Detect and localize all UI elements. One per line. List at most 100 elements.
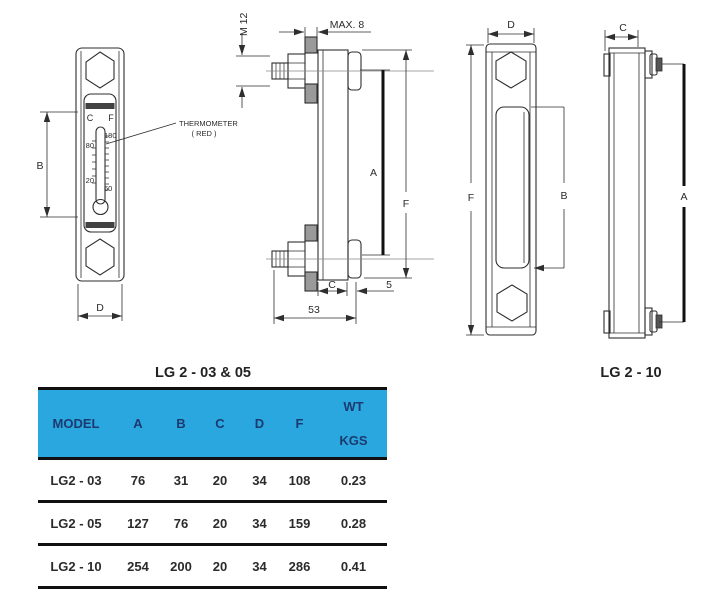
table-border-top [38,387,387,390]
window-bar-bottom [85,222,115,228]
header-wt: WT KGS [339,390,367,457]
header-b: B [176,416,186,431]
cell-f: 108 [288,472,311,488]
scale-60: 60 [104,184,112,193]
thermometer-leader-line [105,122,177,145]
tank-wall-plates [304,36,318,292]
hex-bolt-bottom [85,238,115,276]
gauge-body-side [317,49,349,281]
bolt-top-lg210 [644,50,663,79]
lg203-title: LG 2 - 03 & 05 [155,365,251,381]
sight-window [83,93,117,233]
cell-f: 159 [288,515,311,531]
sight-window-lg210 [495,106,530,269]
table-row: LG2 - 05 127 76 20 34 159 0.28 [38,503,387,543]
bolt-bottom-lg210 [644,307,663,336]
lg203-front-view [75,47,177,282]
dim-c-label-lg203: C [328,279,336,291]
hex-bolt-top-lg210 [495,51,527,89]
cell-c: 20 [212,558,228,574]
header-f: F [295,416,304,431]
hex-bolt-bottom-lg210 [496,284,528,322]
cell-a: 254 [127,558,149,574]
dim-max8 [279,27,371,37]
scale-c-label: C [87,113,94,123]
dim-53-label: 53 [308,304,320,316]
lg210-title: LG 2 - 10 [600,365,661,381]
dim-c-lg210 [604,30,639,51]
cell-d: 34 [252,515,267,531]
thermometer [92,126,109,216]
dim-b-label-lg210: B [560,190,567,202]
bracket-top [603,53,611,77]
table-border-bottom [38,586,387,589]
gauge-body-lg210 [485,43,537,336]
dim-b-label: B [36,160,43,172]
dim-f-lg210 [466,44,484,336]
cell-d: 34 [252,558,267,574]
dims-bottom-lg203 [273,270,394,324]
dim-b-lg203 [40,111,78,218]
cell-b: 31 [173,472,189,488]
scale-180: 180 [104,131,117,140]
gauge-body [75,47,125,282]
header-model: MODEL [52,416,100,431]
header-a: A [133,416,143,431]
bolt-centerlines [266,70,434,260]
dim-a-label-lg203: A [370,167,377,179]
cell-model: LG2 - 03 [50,472,102,488]
dim-c-label-lg210: C [619,22,627,34]
dim-m12 [236,34,270,108]
dim-f-lg203 [362,49,412,279]
table-header: MODEL A B C D F WT KGS [38,390,387,457]
spec-table: MODEL A B C D F WT KGS LG2 - 03 76 31 20… [38,387,387,589]
table-row: LG2 - 03 76 31 20 34 108 0.23 [38,460,387,500]
cell-f: 286 [288,558,311,574]
dim-b-lg210 [531,106,565,272]
cell-model: LG2 - 05 [50,515,102,531]
dim-max8-label: MAX. 8 [330,19,365,31]
lg210-side-view [603,47,663,339]
dim-f-label-lg203: F [403,198,409,210]
dim-d-lg203 [77,284,123,321]
thermometer-callout-sub: ( RED ) [192,129,218,138]
cell-b: 200 [170,558,192,574]
dim-a-lg210 [659,63,686,323]
cell-b: 76 [173,515,189,531]
dim-5-label: 5 [386,279,392,291]
cell-wt: 0.28 [340,515,367,531]
table-separator [38,457,387,460]
cell-wt: 0.41 [340,558,367,574]
header-wt-line2: KGS [339,433,368,448]
cell-d: 34 [252,472,267,488]
dim-m12-label: M 12 [238,12,250,36]
cell-wt: 0.23 [340,472,367,488]
cell-c: 20 [212,472,228,488]
table-separator [38,543,387,546]
gauge-body-side-lg210 [608,47,646,339]
cell-model: LG2 - 10 [50,558,102,574]
dim-d-label-lg210: D [507,19,515,31]
dim-f-label-lg210: F [468,192,474,204]
dim-a-lg203 [360,69,390,256]
lg203-side-view [266,36,434,292]
header-c: C [215,416,225,431]
window-bar-top [85,103,115,109]
scale-20: 20 [86,176,94,185]
cell-a: 127 [127,515,149,531]
table-separator [38,500,387,503]
scale-80: 80 [86,141,94,150]
hex-bolt-top [85,51,115,89]
cell-c: 20 [212,515,228,531]
lg210-front-view [485,43,537,336]
lg203-front-labels: C F 180 80 20 60 THERMOMETER ( RED ) [86,113,239,193]
thermometer-callout: THERMOMETER [179,119,238,128]
dim-d-label: D [96,302,104,314]
header-wt-line1: WT [343,399,364,414]
table-row: LG2 - 10 254 200 20 34 286 0.41 [38,546,387,586]
cell-a: 76 [130,472,146,488]
dim-d-lg210 [487,28,535,43]
bracket-bottom [603,310,611,334]
